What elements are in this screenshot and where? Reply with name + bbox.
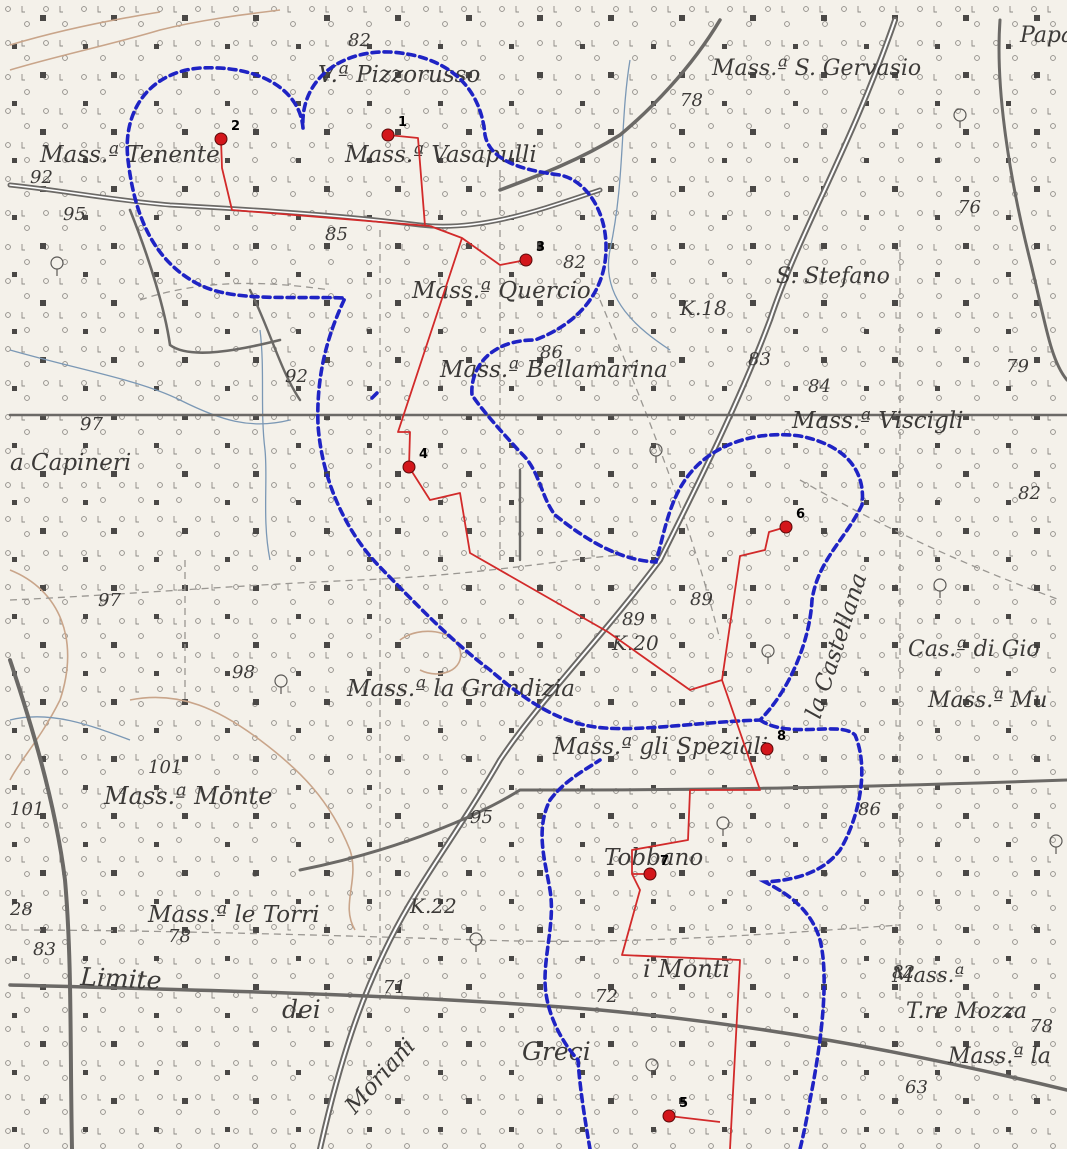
turbine-marker-4[interactable]: 4: [402, 447, 428, 474]
marker-label: 8: [777, 729, 786, 744]
place-label: Mass.ª Quercio: [411, 278, 591, 304]
elevation-label: 85: [325, 224, 348, 245]
elevation-label: 82: [348, 30, 371, 51]
route-6: [721, 526, 787, 681]
elevation-label: 95: [470, 807, 493, 828]
elevation-label: 101: [148, 757, 182, 778]
place-label: Cas.ª di Gio: [908, 637, 1040, 662]
marker-label: 2: [231, 119, 240, 134]
place-label: S. Stefano: [776, 264, 890, 289]
buffer-gap-mark: [370, 390, 380, 400]
elevation-label: 95: [63, 204, 86, 225]
roads: [7, 17, 1067, 1149]
place-label: Mass.ª Vasapulli: [344, 142, 537, 168]
field-tracks: [9, 170, 1061, 1000]
place-label: K.22: [409, 894, 457, 918]
elevation-label: 72: [595, 986, 618, 1007]
elevation-label: 84: [808, 376, 831, 397]
elevation-label: 89: [622, 609, 645, 630]
water-courses: [9, 59, 671, 741]
elevation-label: 82: [563, 252, 586, 273]
turbine-marker-5[interactable]: 5: [662, 1096, 688, 1123]
contour-lines: [9, 9, 462, 931]
elevation-label: 78: [168, 926, 191, 947]
route-7-to-5: [621, 873, 741, 1149]
place-label: Mass.ª Monte: [103, 782, 273, 810]
place-label: a Capineri: [10, 450, 131, 476]
place-label: Mass.ª le Torri: [147, 902, 319, 928]
buffer-zone: [125, 50, 865, 1149]
elevation-label: 92: [30, 167, 53, 188]
elevation-label: 63: [905, 1077, 928, 1098]
place-label: Mass.ª S. Gervasio: [711, 56, 921, 81]
place-label: Mass.ª Mu: [927, 688, 1047, 713]
buffer-zone-south: [540, 718, 864, 1149]
place-label: Papa: [1019, 23, 1067, 48]
elevation-label: 71: [383, 977, 406, 998]
marker-label: 1: [398, 115, 407, 130]
route-1-to-junction: [387, 134, 426, 227]
elevation-label: 82: [892, 962, 915, 983]
elevation-label: 101: [10, 799, 44, 820]
elevation-label: 78: [1030, 1016, 1053, 1037]
elevation-label: 86: [540, 342, 563, 363]
place-label: Mass.ª Viscigli: [791, 408, 963, 434]
route-2-to-junction: [220, 138, 431, 227]
place-label: Tobbano: [604, 845, 703, 871]
route-trunk-to-4: [397, 237, 463, 468]
place-label: Mass.ª gli Speziali: [552, 734, 768, 760]
marker-label: 6: [796, 507, 805, 522]
place-label: Limite: [79, 962, 163, 995]
elevation-label: 83: [748, 349, 771, 370]
elevation-label: 98: [232, 662, 255, 683]
elevation-label: 86: [858, 799, 881, 820]
place-label: Greci: [522, 1037, 591, 1066]
route-4-to-k20: [408, 466, 723, 691]
marker-layer: 1 2 3 4 5 6 7 8: [214, 115, 805, 1123]
map-marker-icon: [381, 128, 395, 142]
elevation-label: 97: [98, 590, 121, 611]
turbine-marker-3[interactable]: 3: [519, 240, 545, 267]
cable-routes: [220, 134, 787, 1149]
map-marker-icon: [519, 253, 533, 267]
elevation-label: 97: [80, 414, 103, 435]
elevation-label: 89: [690, 589, 713, 610]
elevation-label: 76: [958, 197, 981, 218]
marker-label: 7: [660, 854, 669, 869]
elevation-label: 92: [285, 366, 308, 387]
map-marker-icon: [214, 132, 228, 146]
route-junction-to-3: [429, 225, 527, 266]
map-marker-icon: [643, 867, 657, 881]
place-label: dei: [282, 995, 321, 1024]
buffer-zone-north: [125, 50, 865, 731]
turbine-marker-6[interactable]: 6: [779, 507, 805, 534]
elevation-label: 82: [1018, 483, 1041, 504]
marker-label: 3: [536, 240, 545, 255]
map-marker-icon: [662, 1109, 676, 1123]
map-marker-icon: [402, 460, 416, 474]
elevation-label: 79: [1006, 356, 1029, 377]
marker-label: 5: [679, 1096, 688, 1111]
place-label: K.18: [679, 296, 727, 320]
turbine-marker-8[interactable]: 8: [760, 729, 786, 756]
place-label: Mass.ª: [891, 963, 964, 987]
turbine-marker-2[interactable]: 2: [214, 119, 240, 146]
turbine-marker-7[interactable]: 7: [643, 854, 669, 881]
map-marker-icon: [760, 742, 774, 756]
elevation-label: 28: [9, 899, 33, 920]
elevation-label: 83: [33, 939, 56, 960]
place-label: T.re Mozza: [906, 999, 1027, 1024]
elevation-label: 78: [680, 90, 703, 111]
map-marker-icon: [779, 520, 793, 534]
marker-label: 4: [419, 447, 428, 462]
place-label: Mass.ª la: [947, 1044, 1051, 1069]
place-label: Mass.ª la Grandizia: [346, 676, 575, 702]
turbine-marker-1[interactable]: 1: [381, 115, 407, 142]
